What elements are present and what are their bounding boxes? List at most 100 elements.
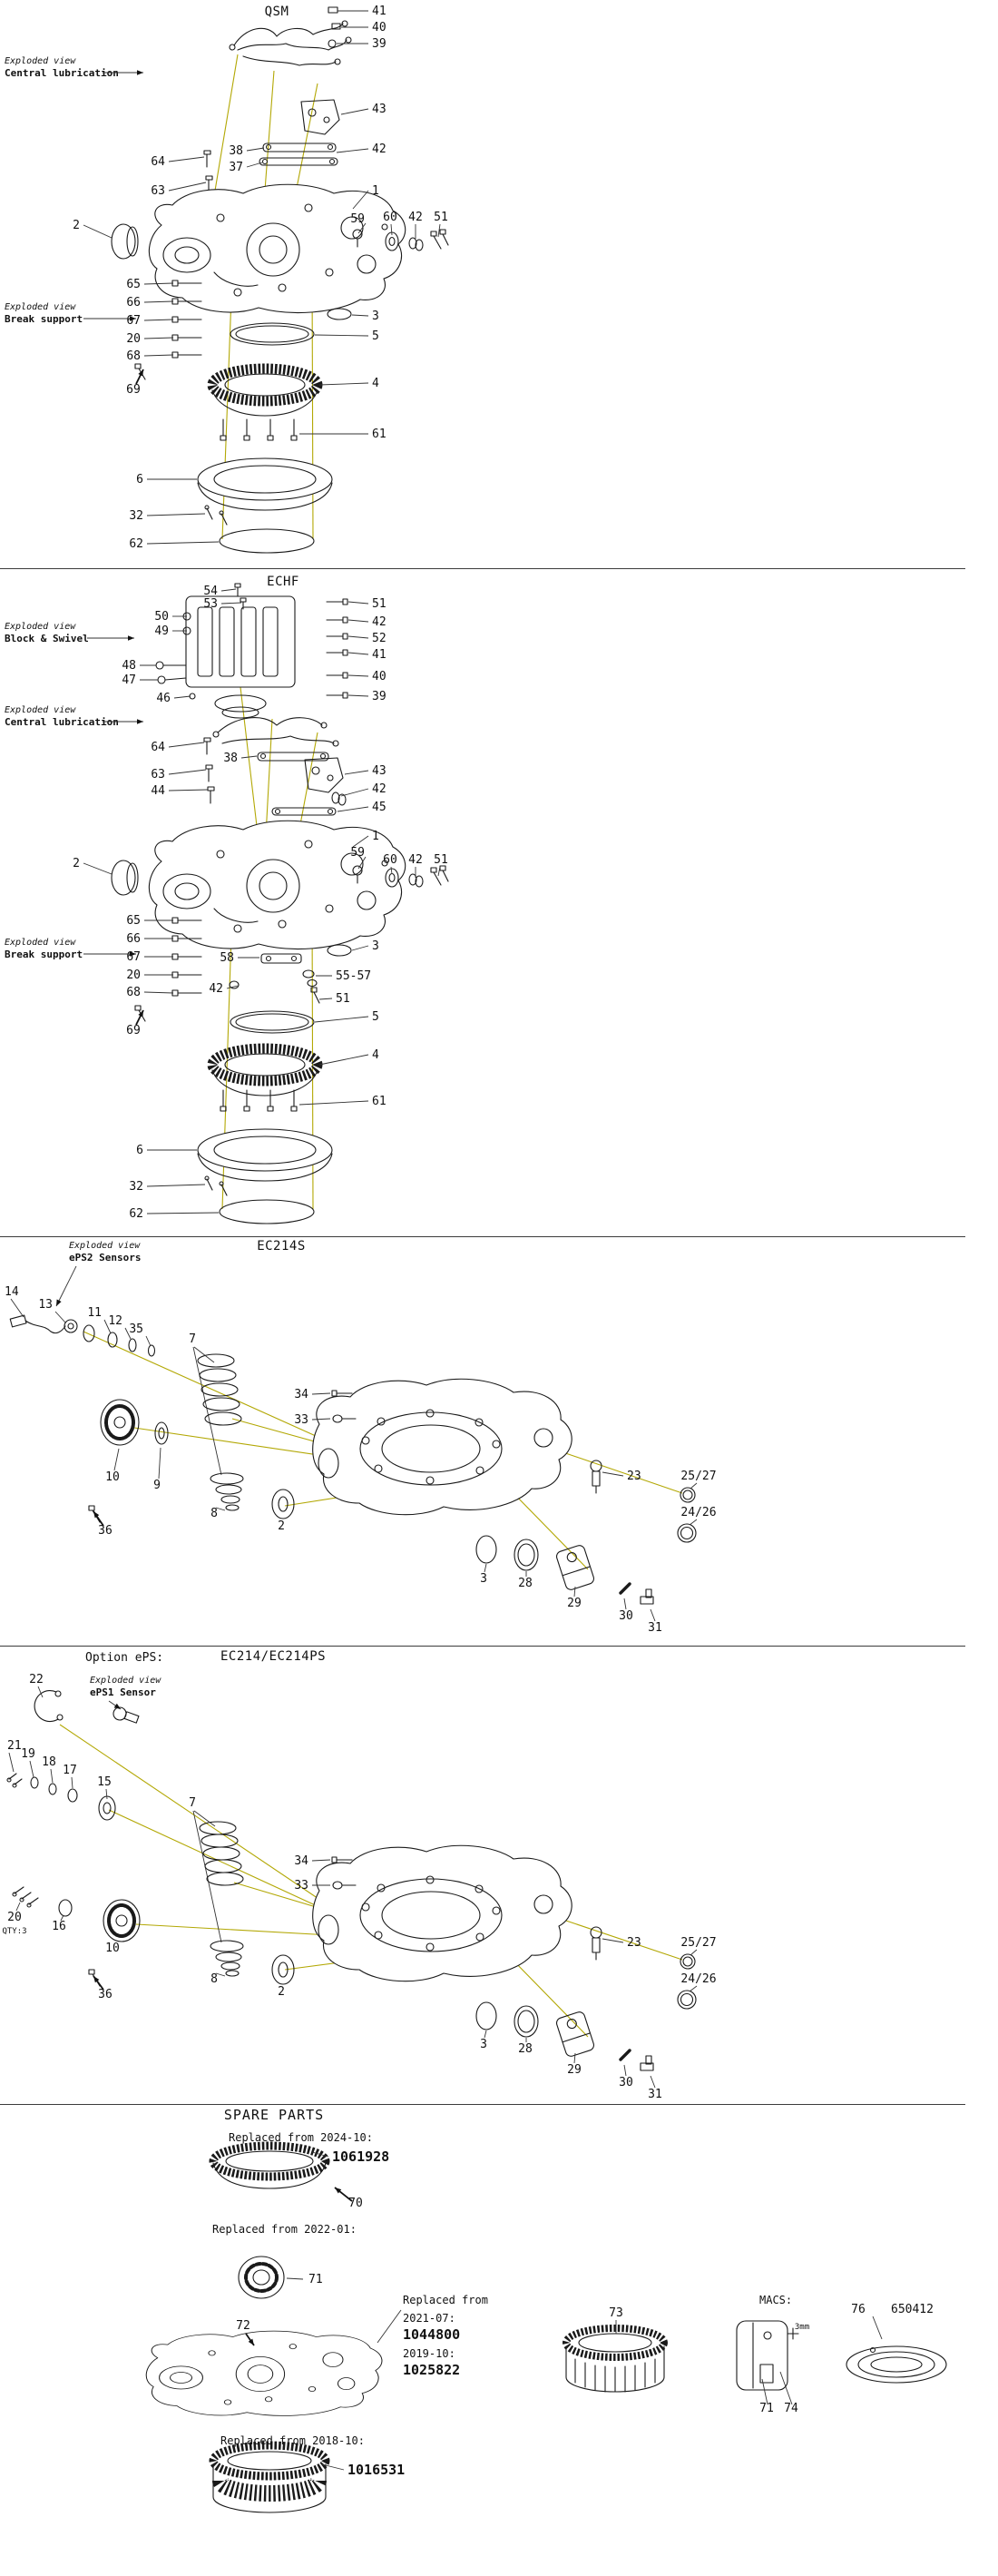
part-callout-50: 50	[154, 610, 169, 624]
leader-line	[143, 337, 174, 339]
leader-line	[314, 1016, 369, 1023]
part-callout-7: 7	[189, 1796, 196, 1810]
part-callout-65: 65	[126, 914, 141, 928]
qsm-oring-62	[219, 528, 315, 554]
echf-oring-5	[230, 1010, 315, 1034]
ec214s-oring-28	[514, 1539, 539, 1571]
echf-manifold-block	[155, 583, 348, 700]
label-text: 74	[784, 2402, 798, 2415]
ec214-body-and-right-parts	[312, 1844, 697, 2071]
leader-line	[168, 789, 209, 791]
label-text: 1016531	[347, 2462, 405, 2478]
ec214-fitting-31	[640, 2055, 654, 2071]
part-callout-42: 42	[209, 982, 223, 996]
qsm-pins-32	[204, 505, 228, 526]
ec214-disc-2	[271, 1954, 295, 1985]
leader-line	[318, 1054, 369, 1066]
part-callout-37: 37	[229, 161, 243, 174]
qsm-plates	[259, 143, 338, 166]
arrowhead	[130, 316, 136, 321]
arrowhead	[93, 1511, 100, 1519]
echf-pins-32	[204, 1175, 228, 1196]
part-callout-43: 43	[372, 764, 386, 778]
ec214-orings-25-27-24-26	[677, 1953, 697, 2010]
part-callout-17: 17	[63, 1764, 77, 1777]
part-callout-39: 39	[372, 37, 386, 51]
echf-plate-58	[260, 953, 302, 964]
arrowhead	[137, 719, 143, 724]
ec214s-valve-body	[312, 1378, 572, 1516]
part-callout-12: 12	[108, 1314, 122, 1328]
part-callout-60: 60	[383, 211, 397, 224]
part-callout-29: 29	[567, 1597, 582, 1610]
part-callout-18: 18	[42, 1755, 56, 1769]
leader-line	[318, 382, 369, 386]
part-callout-33: 33	[294, 1879, 308, 1893]
leader-line	[357, 222, 367, 234]
echf-screws-61	[220, 1089, 298, 1112]
leader-line	[146, 541, 220, 545]
part-callout-38: 38	[229, 144, 243, 158]
label-text: 3mm	[795, 2323, 809, 2332]
exploded-view-label: Exploded view	[5, 705, 76, 715]
part-callout-42: 42	[372, 782, 386, 796]
echf-bracket	[304, 757, 344, 793]
part-callout-28: 28	[518, 2042, 533, 2056]
qsm-lubrication-hoses	[229, 6, 352, 66]
exploded-view-target: Central lubrication	[5, 67, 119, 79]
label-text: 71	[308, 2273, 323, 2286]
part-callout-46: 46	[156, 692, 171, 705]
label-text: QTY:3	[2, 1927, 26, 1936]
exploded-view-target: ePS2 Sensors	[69, 1252, 141, 1263]
ec214-spring-8	[210, 1940, 244, 1977]
part-callout-43: 43	[372, 103, 386, 116]
part-callout-63: 63	[151, 768, 165, 782]
leader-line	[10, 1298, 24, 1318]
part-callout-40: 40	[372, 21, 386, 34]
arrowhead	[128, 635, 134, 641]
leader-line	[29, 1760, 34, 1778]
ec214-eps1-sensor	[113, 1706, 140, 1724]
part-callout-68: 68	[126, 349, 141, 363]
part-callout-66: 66	[126, 932, 141, 946]
part-callout-62: 62	[129, 537, 143, 551]
part-callout-55-57: 55-57	[336, 969, 371, 983]
leader-line	[143, 354, 174, 357]
leader-line	[573, 2052, 576, 2064]
leader-line	[146, 1184, 206, 1187]
part-callout-20: 20	[126, 332, 141, 346]
part-callout-42: 42	[372, 615, 386, 629]
leader-line	[650, 2075, 656, 2089]
leader-line	[602, 1471, 624, 1477]
arrowhead	[130, 951, 136, 957]
arrowhead	[137, 70, 143, 75]
part-callout-1: 1	[372, 184, 379, 198]
part-callout-24/26: 24/26	[680, 1972, 716, 1986]
leader-line	[220, 602, 242, 605]
section-divider	[0, 1646, 965, 1647]
ec214s-orings-25-27-24-26	[677, 1487, 697, 1543]
leader-line	[173, 695, 191, 699]
leader-line	[318, 998, 333, 1000]
qsm-end-cap-2	[111, 223, 139, 260]
part-callout-48: 48	[122, 659, 136, 673]
spare-bearing-71	[238, 2256, 285, 2299]
leader-line	[246, 162, 263, 168]
qsm-screws-64-63	[203, 150, 213, 193]
part-callout-23: 23	[627, 1936, 641, 1950]
ec214-clamp-22	[34, 1689, 64, 1723]
leader-71-macs	[761, 2378, 768, 2405]
leader-line	[71, 1776, 73, 1789]
part-callout-14: 14	[5, 1285, 19, 1299]
part-callout-54: 54	[203, 585, 218, 598]
ec214-screws-34-33	[331, 1856, 357, 1890]
leader-line	[347, 652, 369, 655]
leader-line	[347, 619, 369, 623]
leader-line	[351, 314, 369, 317]
leader-line	[215, 1972, 226, 1977]
part-callout-25/27: 25/27	[680, 1936, 716, 1950]
ec214s-spring-8	[210, 1472, 244, 1511]
